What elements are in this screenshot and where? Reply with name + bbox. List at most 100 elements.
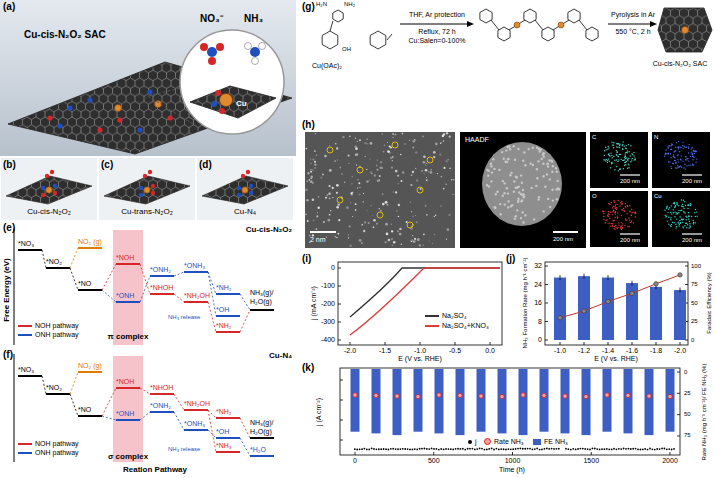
lattice-speckle <box>412 216 414 218</box>
axis-title: j (A cm⁻²) <box>315 398 322 426</box>
energy-connector <box>102 416 116 420</box>
benzene-ring <box>568 9 580 23</box>
element-signal <box>686 223 687 224</box>
lattice-speckle <box>335 143 336 144</box>
current-dot <box>596 448 598 450</box>
particle-speckle <box>516 176 518 178</box>
particle-speckle <box>513 145 515 147</box>
lattice-speckle <box>443 140 445 142</box>
error-bar <box>584 274 585 279</box>
element-signal <box>674 157 675 158</box>
energy-level <box>150 275 174 277</box>
figure-label: 200 nm <box>553 236 573 242</box>
reaction-arrow <box>608 24 655 25</box>
lattice-speckle <box>364 142 367 145</box>
copper-atom <box>144 187 150 193</box>
element-signal <box>679 146 680 147</box>
particle-speckle <box>509 174 511 176</box>
energy-level <box>216 315 240 317</box>
axis-tick <box>670 452 671 455</box>
element-signal <box>616 143 617 144</box>
element-signal <box>689 225 690 226</box>
element-signal <box>683 211 684 212</box>
axis-tick <box>677 414 680 415</box>
lattice-speckle <box>410 184 412 186</box>
element-signal <box>684 147 685 148</box>
current-dot <box>500 448 502 450</box>
element-signal <box>616 209 617 210</box>
element-signal <box>607 149 608 150</box>
lattice-speckle <box>344 182 345 183</box>
lattice-speckle <box>440 142 442 144</box>
lattice-speckle <box>336 192 338 194</box>
figure-label: E (V vs. RHE) <box>398 355 442 362</box>
particle-speckle <box>514 218 516 220</box>
tem-image <box>305 132 455 248</box>
element-signal <box>619 168 620 169</box>
lattice-speckle <box>311 176 313 178</box>
lattice-speckle <box>329 197 331 199</box>
lattice-speckle <box>348 163 349 164</box>
axis-title: j (mA cm⁻²) <box>310 286 317 320</box>
particle-speckle <box>504 203 506 205</box>
lattice-speckle <box>426 177 427 178</box>
axis-tick <box>685 284 688 285</box>
figure-label: *NH₂OH <box>184 400 210 407</box>
figure-label: *ONH₃ <box>184 420 205 427</box>
legend-swatch <box>533 439 541 445</box>
figure-label: NH₃(g)/ <box>250 419 273 426</box>
current-dot <box>376 448 378 450</box>
energy-level <box>46 267 70 269</box>
lattice-speckle <box>399 228 401 230</box>
lattice-speckle <box>432 243 433 244</box>
element-signal <box>612 226 613 227</box>
element-signal <box>665 215 666 216</box>
lattice-speckle <box>323 221 325 223</box>
element-signal <box>686 217 687 218</box>
element-signal <box>664 156 665 157</box>
current-dot <box>467 448 469 450</box>
energy-level <box>216 451 240 453</box>
lattice-speckle <box>307 172 309 174</box>
lattice-speckle <box>440 205 441 206</box>
element-signal <box>620 154 621 155</box>
element-signal <box>676 213 677 214</box>
element-signal <box>682 219 683 220</box>
figure-label: H₂O(g) <box>250 298 272 305</box>
axis-tick <box>420 342 421 345</box>
particle-speckle <box>492 158 494 160</box>
element-signal <box>608 223 609 224</box>
legend-text: Na₂SO₄ <box>442 312 467 319</box>
element-signal <box>615 217 616 218</box>
lattice-speckle <box>391 230 393 232</box>
element-signal <box>634 157 635 158</box>
particle-speckle <box>510 172 512 174</box>
element-signal <box>614 226 615 227</box>
lattice-speckle <box>305 188 308 191</box>
fe-bar <box>561 369 570 433</box>
element-signal <box>689 221 690 222</box>
fe-bar <box>540 369 549 432</box>
lattice-speckle <box>433 156 435 158</box>
element-signal <box>617 151 618 152</box>
element-signal <box>682 206 683 207</box>
lattice-speckle <box>349 244 352 247</box>
fe-bar <box>603 369 612 432</box>
element-signal <box>673 212 674 213</box>
element-signal <box>693 165 694 166</box>
element-signal <box>685 216 686 217</box>
axis-tick <box>545 321 548 322</box>
element-signal <box>683 167 684 168</box>
current-dot <box>409 449 411 451</box>
element-signal <box>674 222 675 223</box>
element-signal <box>621 215 622 216</box>
axis-tick <box>545 284 548 285</box>
element-signal <box>627 206 628 207</box>
particle-speckle <box>507 192 509 194</box>
particle-speckle <box>541 158 543 160</box>
element-signal <box>688 212 689 213</box>
energy-connector <box>42 376 46 394</box>
figure-label: Cu-cis-N₂O₂ <box>27 208 71 216</box>
element-signal <box>618 156 619 157</box>
energy-level <box>150 393 174 395</box>
